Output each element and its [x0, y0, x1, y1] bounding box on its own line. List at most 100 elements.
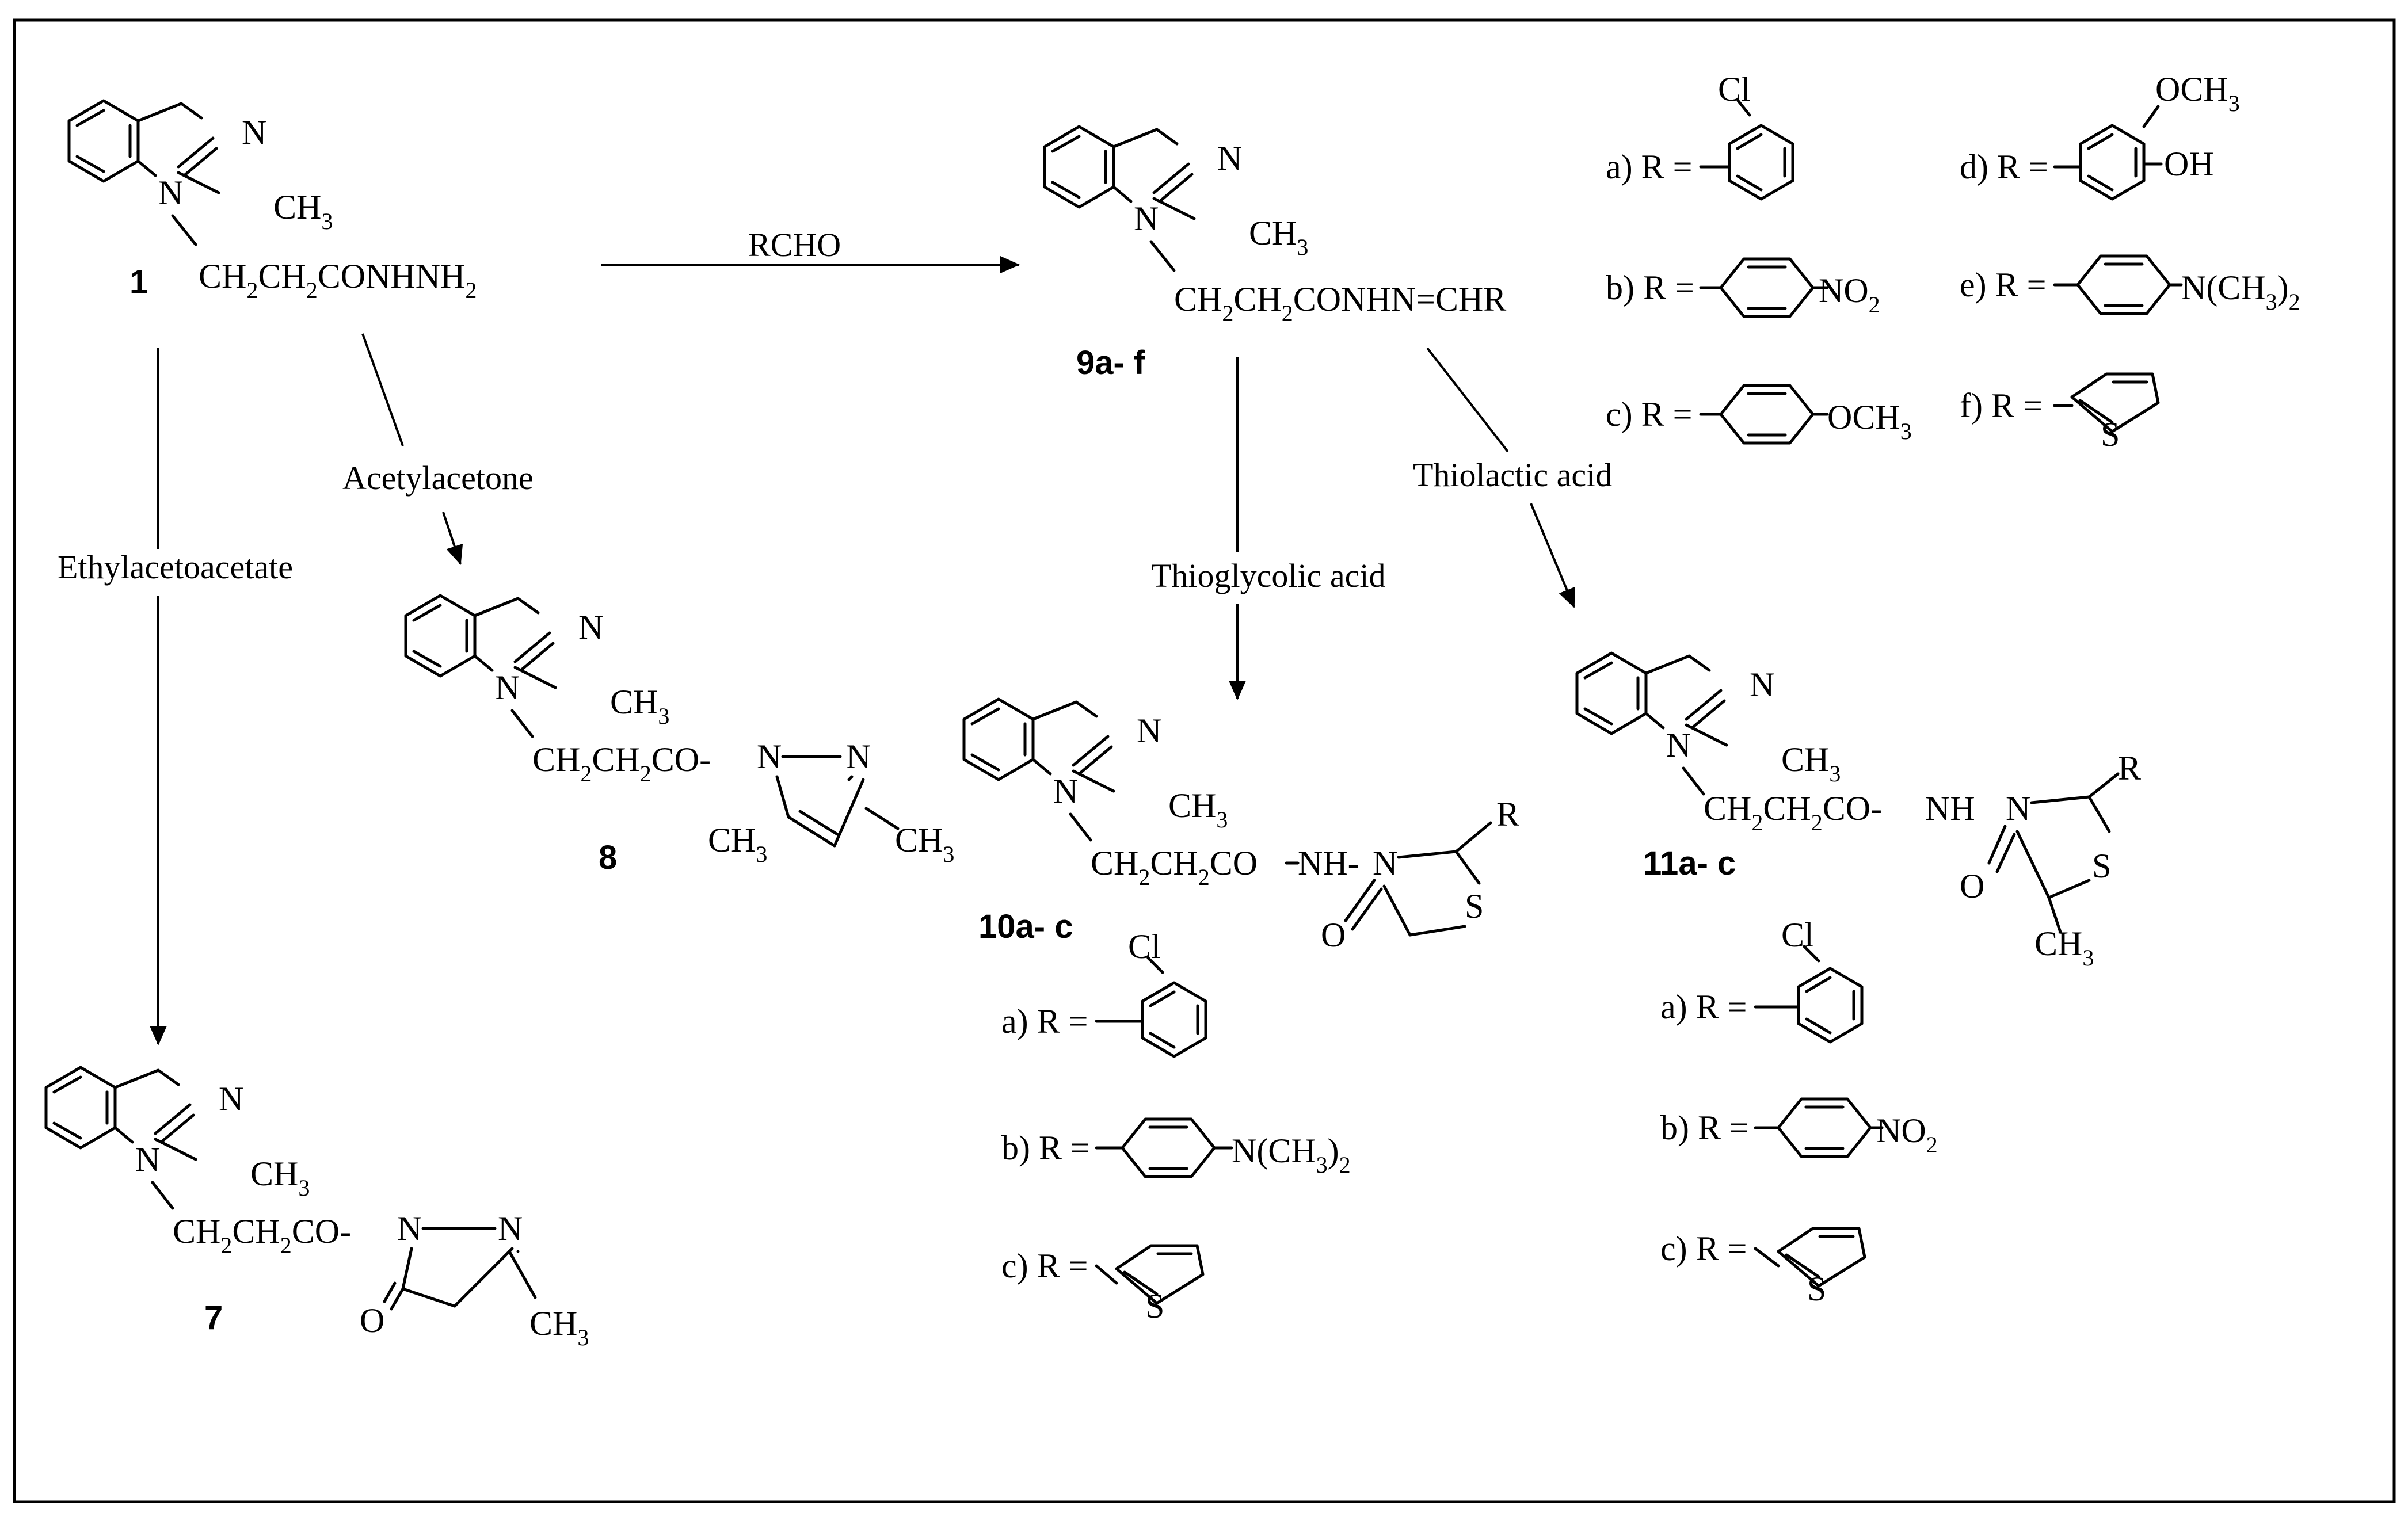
- r9-e-sub: N(CH3)2: [2181, 269, 2300, 315]
- s11-n-bottom: N: [1666, 726, 1691, 764]
- s7-pz-n2: N: [498, 1209, 523, 1247]
- compound-label-10: 10a- c: [978, 908, 1073, 945]
- s8-pz-ch3b: CH3: [895, 821, 954, 867]
- reagent-thioglycolic: Thioglycolic acid: [1151, 557, 1385, 594]
- s1-chain: CH2CH2CONHNH2: [199, 257, 477, 303]
- r11-b-ring: [1778, 1099, 1870, 1157]
- r10-c-s: S: [1145, 1287, 1164, 1325]
- r11-a-ring: [1799, 968, 1862, 1042]
- s9-n-top: N: [1217, 139, 1242, 177]
- s8-pz-n2: N: [846, 738, 871, 776]
- s7-ch: CH3: [250, 1155, 310, 1201]
- s11-tz-o: O: [1960, 867, 1984, 905]
- s8-ch: CH3: [610, 683, 669, 729]
- compound-label-9: 9a- f: [1076, 344, 1145, 381]
- r11-a-label: a) R =: [1660, 988, 1747, 1026]
- r10-a-sub: Cl: [1128, 928, 1161, 965]
- s10-tz-r: R: [1496, 795, 1519, 833]
- s10-chain: CH2CH2CO: [1091, 844, 1258, 890]
- r9-a-sub: Cl: [1718, 70, 1751, 108]
- compound-label-7: 7: [204, 1299, 223, 1337]
- s11-tz-r: R: [2118, 749, 2141, 787]
- r9-a-label: a) R =: [1606, 148, 1692, 186]
- s10-nh: NH-: [1298, 844, 1359, 882]
- arrow-acetylacetone-head: [442, 512, 463, 565]
- s11-tz-ch3: CH3: [2034, 925, 2094, 971]
- r9-f-s: S: [2101, 415, 2120, 453]
- r9-d-sub1: OCH3: [2155, 70, 2240, 116]
- r9-a-ring: [1729, 125, 1793, 199]
- structure-10: [964, 699, 1114, 791]
- r9-d-label: d) R =: [1960, 148, 2048, 186]
- structure-8: [406, 596, 555, 688]
- s8-chain: CH2CH2CO-: [532, 741, 711, 787]
- s9-n-bottom: N: [1134, 200, 1159, 238]
- s8-n-bottom: N: [495, 669, 520, 707]
- s7-n-bottom: N: [135, 1140, 160, 1178]
- r10-c-label: c) R =: [1001, 1247, 1088, 1285]
- r9-b-sub: NO2: [1819, 272, 1880, 318]
- s11-nh: NH: [1925, 789, 1975, 827]
- s11-tz-s: S: [2092, 847, 2111, 885]
- r10-b-ring: [1122, 1119, 1214, 1177]
- s7-pz-n1: N: [397, 1209, 422, 1247]
- r9-c-label: c) R =: [1606, 395, 1692, 433]
- s1-ch: CH3: [273, 188, 333, 234]
- r11-a-sub: Cl: [1781, 916, 1814, 954]
- r10-a-ring: [1142, 983, 1206, 1056]
- compound-label-8: 8: [599, 839, 617, 876]
- s9-ch: CH3: [1249, 214, 1308, 260]
- arrow-thiolactic: [1426, 347, 1509, 453]
- s11-chain: CH2CH2CO-: [1704, 789, 1882, 835]
- s7-pz-o: O: [360, 1302, 384, 1339]
- r9-e-ring: [2078, 256, 2170, 314]
- r9-d-ring: [2081, 125, 2144, 199]
- r9-b-ring: [1721, 259, 1813, 316]
- s11-tz-n: N: [2006, 789, 2030, 827]
- r10-b-sub: N(CH3)2: [1232, 1132, 1351, 1178]
- arrow-acetylacetone: [361, 333, 404, 446]
- s1-n-top: N: [242, 113, 266, 151]
- s8-n-top: N: [578, 608, 603, 646]
- s10-n-bottom: N: [1053, 772, 1078, 810]
- s10-tz-n: N: [1373, 844, 1397, 882]
- scheme-frame: [13, 18, 2396, 1503]
- structure-1: [69, 101, 219, 193]
- reagent-ethylacetoacetate: Ethylacetoacetate: [58, 548, 293, 586]
- structure-7: [46, 1067, 196, 1159]
- s11-n-top: N: [1750, 666, 1774, 704]
- s7-n-top: N: [219, 1080, 243, 1118]
- reagent-thiolactic: Thiolactic acid: [1413, 456, 1612, 494]
- r9-f-label: f) R =: [1960, 387, 2043, 425]
- s10-n-top: N: [1137, 712, 1161, 750]
- r10-a-label: a) R =: [1001, 1002, 1088, 1040]
- s9-chain: CH2CH2CONHN=CHR: [1174, 280, 1506, 326]
- r9-c-ring: [1721, 386, 1813, 443]
- structure-11: [1577, 653, 1727, 745]
- reagent-rcho: RCHO: [748, 226, 841, 264]
- compound-label-1: 1: [129, 264, 148, 301]
- r9-c-sub: OCH3: [1827, 398, 1912, 444]
- r9-b-label: b) R =: [1606, 269, 1694, 307]
- r9-d-sub2: OH: [2164, 145, 2214, 183]
- s10-tz-o: O: [1321, 916, 1346, 954]
- r10-b-label: b) R =: [1001, 1129, 1090, 1167]
- reagent-acetylacetone: Acetylacetone: [342, 459, 534, 497]
- s8-pz-n1: N: [757, 738, 782, 776]
- r11-c-label: c) R =: [1660, 1230, 1747, 1268]
- s10-tz-s: S: [1465, 887, 1484, 925]
- s7-chain: CH2CH2CO-: [173, 1212, 351, 1258]
- s8-pz-ch3a: CH3: [708, 821, 767, 867]
- r9-e-label: e) R =: [1960, 266, 2046, 304]
- s10-ch: CH3: [1168, 787, 1228, 833]
- r11-b-label: b) R =: [1660, 1109, 1749, 1147]
- arrow-thiolactic-head: [1530, 503, 1575, 608]
- s7-pz-ch3: CH3: [529, 1304, 589, 1350]
- r11-c-s: S: [1807, 1270, 1826, 1308]
- s11-ch: CH3: [1781, 741, 1841, 787]
- structure-9: [1045, 127, 1194, 219]
- s1-n-bottom: N: [158, 174, 183, 212]
- compound-label-11: 11a- c: [1643, 845, 1736, 882]
- r11-b-sub: NO2: [1876, 1112, 1938, 1158]
